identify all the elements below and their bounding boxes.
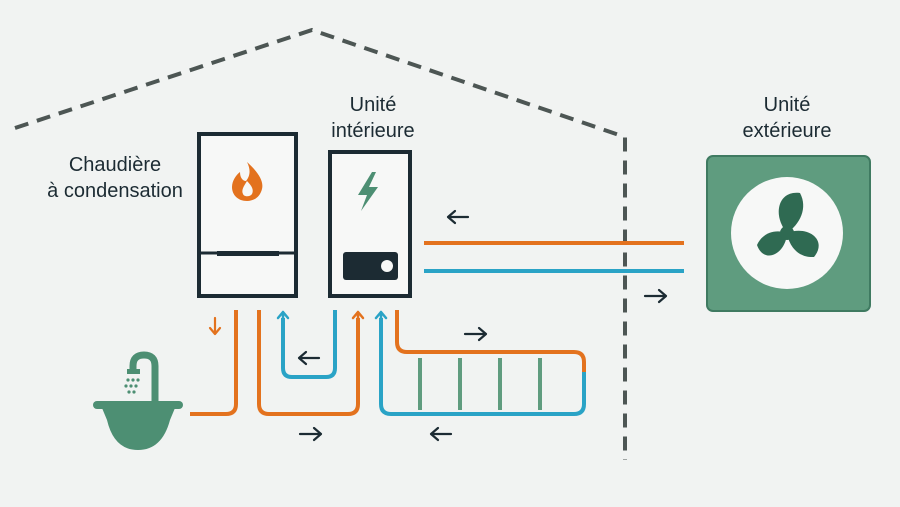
arrow-icon (351, 310, 365, 330)
boiler-label: Chaudière à condensation (40, 152, 190, 204)
boiler-label-line2: à condensation (47, 180, 183, 202)
arrow-icon (297, 209, 668, 442)
boiler-label-line1: Chaudière (68, 154, 162, 176)
indoor-unit (328, 150, 412, 298)
outdoor-unit (706, 155, 871, 312)
outdoor-unit-label: Unité extérieure (722, 92, 852, 144)
outdoor-unit-label-line2: extérieure (742, 120, 832, 142)
arrow-icon (208, 316, 222, 336)
arrow-icon (276, 310, 290, 330)
radiator-icon (418, 358, 542, 410)
flame-icon (232, 162, 263, 201)
return-loop-pipe (281, 310, 337, 379)
fan-icon (757, 192, 819, 258)
boiler-loop-pipe (257, 310, 360, 416)
arrow-icon (374, 310, 388, 328)
outdoor-unit-label-line1: Unité (763, 94, 811, 116)
radiator-flow-pipe (395, 310, 586, 372)
hot-water-pipe (190, 310, 238, 416)
lightning-icon (358, 172, 378, 211)
house-outline (14, 27, 627, 460)
indoor-unit-label-line2: intérieure (331, 120, 415, 142)
boiler-unit (197, 132, 298, 298)
indoor-unit-label-line1: Unité (349, 94, 397, 116)
radiator-return-pipe (379, 318, 586, 416)
shower-basin-icon (93, 351, 183, 450)
indoor-unit-display (343, 252, 398, 280)
indoor-unit-label: Unité intérieure (318, 92, 428, 144)
